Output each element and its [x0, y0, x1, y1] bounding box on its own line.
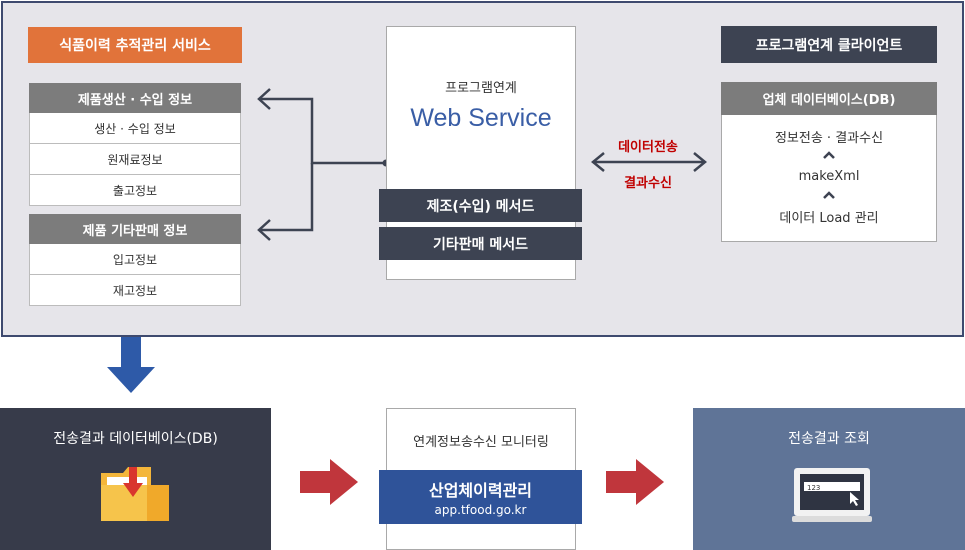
right-arrow-icon — [300, 459, 358, 505]
client-db-header: 업체 데이터베이스(DB) — [721, 82, 937, 115]
group2-row: 입고정보 — [29, 244, 241, 275]
send-label: 데이터전송 — [618, 139, 678, 155]
industry-trace-url: app.tfood.go.kr — [434, 503, 527, 517]
group1-row: 원재료정보 — [29, 144, 241, 175]
right-arrow-icon — [606, 459, 664, 505]
industry-trace-title: 산업체이력관리 — [428, 481, 533, 500]
client-item: 데이터 Load 관리 — [779, 210, 879, 226]
group2-row: 재고정보 — [29, 275, 241, 306]
caret-up-icon — [823, 151, 835, 159]
client-item: 정보전송 · 결과수신 — [774, 130, 884, 146]
double-arrow-icon — [591, 152, 707, 172]
group1-header: 제품생산 · 수입 정보 — [29, 83, 241, 113]
web-service-title: Web Service — [410, 103, 552, 132]
manufacture-method: 제조(수입) 메서드 — [379, 189, 582, 222]
result-lookup-title: 전송결과 조회 — [788, 431, 870, 447]
down-arrow-icon — [107, 337, 155, 393]
service-title: 식품이력 추적관리 서비스 — [28, 27, 242, 63]
group2-header: 제품 기타판매 정보 — [29, 214, 241, 244]
industry-trace-link[interactable]: 산업체이력관리 app.tfood.go.kr — [379, 470, 582, 524]
web-service-subtitle: 프로그램연계 — [445, 80, 517, 96]
monitor-value: 123 — [807, 484, 820, 492]
group1-row: 출고정보 — [29, 175, 241, 206]
folder-icon — [101, 467, 169, 521]
monitor-icon: 123 — [792, 468, 872, 522]
other-sale-method: 기타판매 메서드 — [379, 227, 582, 260]
group1-row: 생산 · 수입 정보 — [29, 113, 241, 144]
monitoring-title: 연계정보송수신 모니터링 — [413, 434, 549, 450]
client-item: makeXml — [798, 168, 860, 184]
caret-up-icon — [823, 191, 835, 199]
client-title: 프로그램연계 클라이언트 — [721, 26, 937, 63]
branch-connector — [257, 88, 390, 241]
result-db-title: 전송결과 데이터베이스(DB) — [53, 431, 218, 447]
receive-label: 결과수신 — [624, 175, 672, 191]
